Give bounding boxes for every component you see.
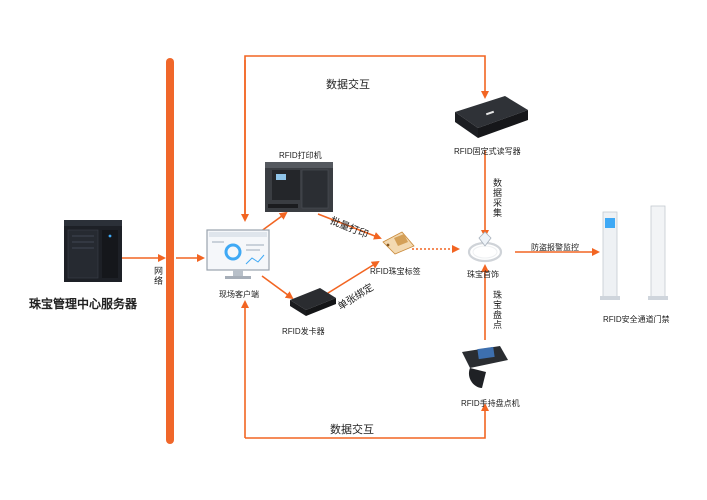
client-to-printer-arrow — [259, 211, 288, 233]
bottom-exchange-line — [245, 403, 489, 439]
jewelry-label: 珠宝首饰 — [467, 270, 499, 279]
fixed-reader-label: RFID固定式读写器 — [454, 147, 521, 156]
printer-icon — [265, 162, 333, 212]
anti-theft-label: 防盗报警监控 — [531, 243, 579, 252]
card-reader-icon — [290, 288, 336, 316]
top-exchange-label: 数据交互 — [326, 79, 370, 91]
printer-label: RFID打印机 — [279, 151, 322, 160]
card-issuer-label: RFID发卡器 — [282, 327, 325, 336]
server-label: 珠宝管理中心服务器 — [29, 297, 138, 311]
handheld-scanner-icon — [462, 346, 508, 388]
inventory-label: 珠宝盘点 — [492, 290, 502, 330]
client-label: 现场客户端 — [219, 290, 259, 299]
data-collect-label: 数据采集 — [492, 178, 502, 218]
bottom-exchange-label: 数据交互 — [330, 424, 374, 436]
printer-to-tag-arrow — [317, 213, 382, 240]
gate-label: RFID安全通道门禁 — [603, 315, 670, 324]
rfid-tag-icon — [382, 231, 415, 255]
tag-label: RFID珠宝标签 — [370, 267, 421, 276]
fixed-reader-icon — [455, 96, 528, 138]
handheld-label: RFID手持盘点机 — [461, 399, 520, 408]
server-tower-icon — [64, 220, 122, 282]
monitor-icon — [206, 229, 270, 279]
security-gate-icon — [600, 205, 668, 300]
ring-icon — [467, 231, 503, 263]
network-label: 网络 — [153, 266, 163, 286]
network-backbone-bar — [166, 58, 174, 444]
client-to-issuer-arrow — [261, 275, 294, 300]
issuer-to-tag-arrow — [319, 260, 380, 299]
